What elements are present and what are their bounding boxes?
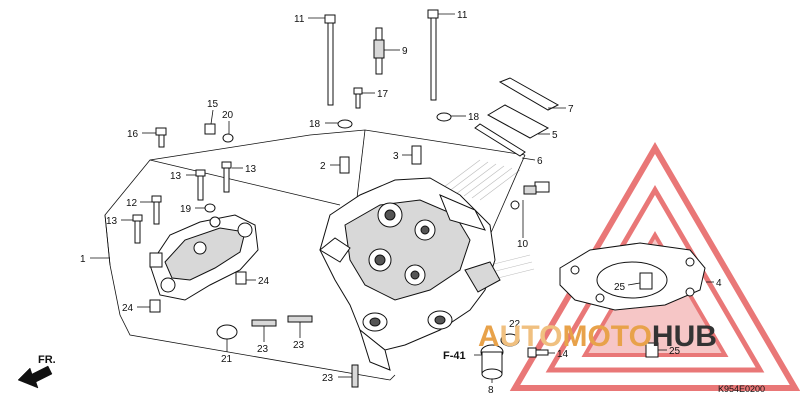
stud-23-a — [251, 319, 277, 327]
callout-24-right: 24 — [258, 276, 270, 287]
watermark-a: A — [478, 320, 500, 353]
callout-6: 6 — [537, 156, 543, 167]
dowel-24-left — [149, 299, 161, 313]
camshaft-holder — [149, 214, 259, 301]
callout-23-a: 23 — [257, 344, 269, 355]
reference-label: F-41 — [443, 350, 466, 362]
bolt-13-c — [132, 214, 143, 244]
callout-11-right: 11 — [457, 10, 468, 21]
bolt-long-left — [324, 14, 336, 106]
bolt-13-a — [195, 169, 206, 201]
callout-3: 3 — [393, 151, 399, 162]
washer-20 — [222, 133, 234, 143]
bolt-16 — [155, 127, 167, 148]
callout-4: 4 — [716, 278, 722, 289]
guide-6 — [474, 123, 526, 157]
bolt-long-right — [427, 9, 439, 101]
spark-plug — [373, 27, 385, 75]
callout-1: 1 — [80, 254, 86, 265]
guide-5 — [486, 104, 550, 139]
callout-2: 2 — [320, 161, 326, 172]
callout-17: 17 — [377, 89, 389, 100]
washer-19 — [204, 203, 216, 213]
washer-18-right — [436, 112, 452, 122]
dowel-3 — [411, 145, 422, 165]
cylinder-head — [319, 177, 501, 371]
stud-23-c — [351, 364, 359, 388]
callout-18-left: 18 — [309, 119, 321, 130]
assembly-frame — [104, 129, 526, 381]
callout-21: 21 — [221, 354, 233, 365]
callout-10: 10 — [517, 239, 529, 250]
head-gasket — [559, 242, 706, 311]
pipe-8 — [480, 344, 504, 380]
callout-7: 7 — [568, 104, 574, 115]
leader-lines — [90, 13, 714, 383]
callout-15: 14 — [557, 349, 569, 360]
o-ring-21 — [216, 324, 238, 340]
direction-indicator: FR. — [17, 354, 56, 389]
dowel-2 — [339, 156, 350, 174]
svg-text:AUTOMOTOHUB: AUTOMOTOHUB — [478, 320, 717, 353]
watermark-logo: AUTOMOTOHUB — [478, 320, 717, 353]
watermark-moto: MOTO — [562, 320, 651, 353]
dowel-24-right — [235, 271, 247, 285]
callout-20: 20 — [222, 110, 234, 121]
callout-25-top: 25 — [614, 282, 626, 293]
front-arrow-icon — [17, 365, 53, 389]
sensor-10 — [510, 181, 550, 210]
bolt-15 — [527, 347, 549, 358]
callout-25-bottom: 25 — [669, 346, 681, 357]
watermark-hub: HUB — [652, 320, 717, 353]
callout-9: 9 — [402, 46, 408, 57]
callout-13-a: 13 — [170, 171, 182, 182]
callout-8: 8 — [488, 385, 494, 396]
watermark-uto: UTO — [500, 320, 563, 353]
dowel-25-top — [639, 272, 653, 290]
bolt-12 — [151, 195, 162, 225]
bolt-17 — [353, 87, 363, 109]
callout-13-c: 13 — [106, 216, 118, 227]
callout-13-b: 13 — [245, 164, 257, 175]
cap-22 — [500, 333, 520, 347]
hatch-pattern — [439, 159, 535, 280]
callout-24-left: 24 — [122, 303, 134, 314]
callout-18-right: 18 — [468, 112, 480, 123]
direction-label: FR. — [38, 354, 56, 366]
guide-7 — [498, 77, 560, 111]
callout-12: 12 — [126, 198, 138, 209]
bolt-13-b — [221, 161, 232, 193]
diagram-code: K954E0200 — [718, 384, 765, 394]
washer-18-left — [337, 119, 353, 129]
callout-23-c: 23 — [322, 373, 334, 384]
callout-14: 15 — [207, 99, 219, 110]
callout-22: 22 — [509, 319, 521, 330]
callout-19: 19 — [180, 204, 192, 215]
cap-14 — [204, 123, 216, 135]
callout-16: 16 — [127, 129, 139, 140]
stud-23-b — [287, 315, 313, 323]
callout-11-left: 11 — [294, 14, 305, 25]
callout-5: 5 — [552, 130, 558, 141]
callout-23-b: 23 — [293, 340, 305, 351]
